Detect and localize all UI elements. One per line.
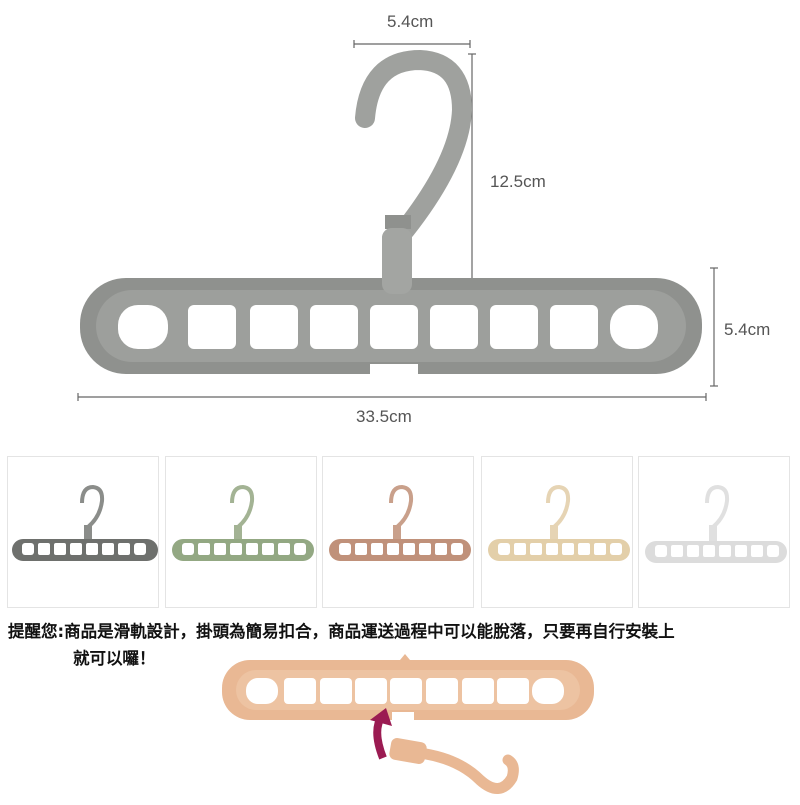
assembly-illustration xyxy=(222,654,594,794)
notice-line-2: 就可以囉！ xyxy=(73,649,156,668)
variant-thumb-gray[interactable] xyxy=(7,456,159,608)
main-diagram: 5.4cm 12.5cm 5.4cm 33.5cm xyxy=(77,12,771,426)
variant-thumb-brown[interactable] xyxy=(322,456,474,608)
variant-thumb-green[interactable] xyxy=(165,456,317,608)
notice-line-1: 提醒您:商品是滑軌設計，掛頭為簡易扣合，商品運送過程中可以能脫落，只要再自行安裝… xyxy=(8,622,675,641)
hook-width-label: 5.4cm xyxy=(387,12,434,31)
hook-height-label: 12.5cm xyxy=(490,172,546,191)
assembly-diagram xyxy=(200,650,600,800)
bar-length-label: 33.5cm xyxy=(356,407,412,426)
variant-thumb-beige[interactable] xyxy=(481,456,633,608)
variant-thumb-white[interactable] xyxy=(638,456,790,608)
hanger-illustration xyxy=(77,40,718,401)
bar-height-label: 5.4cm xyxy=(724,320,771,339)
